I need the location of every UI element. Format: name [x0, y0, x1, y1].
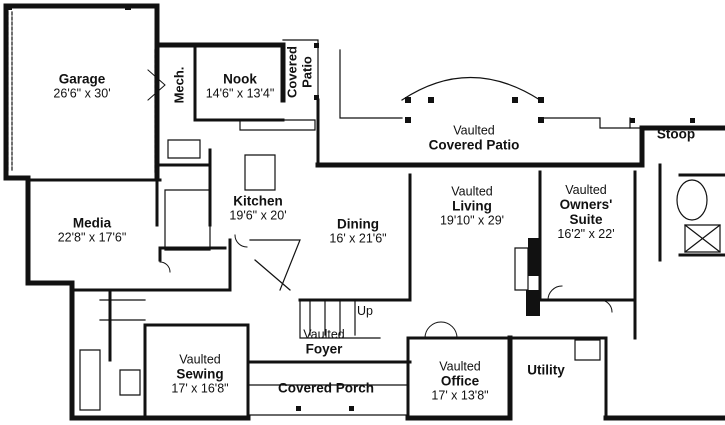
mech-label: Mech. [171, 66, 188, 104]
office-label: Vaulted Office 17' x 13'8" [431, 359, 488, 402]
living-size: 19'10" x 29' [439, 213, 505, 228]
media-size: 22'8" x 17'6" [57, 230, 127, 245]
living-name: Living [452, 198, 492, 214]
kitchen-size: 19'6" x 20' [229, 208, 287, 223]
office-name: Office [440, 373, 480, 389]
foyer-label: Vaulted Foyer [303, 327, 344, 356]
office-size: 17' x 13'8" [431, 388, 489, 403]
media-name: Media [72, 215, 112, 231]
owners-suite-prefix: Vaulted [565, 182, 607, 197]
stair-up: Up [357, 304, 373, 318]
nook-name: Nook [223, 71, 257, 87]
utility-name: Utility [527, 362, 565, 378]
mech-name: Mech. [171, 66, 187, 104]
thin-lines [7, 11, 721, 416]
stair-label: Up [357, 304, 373, 318]
sewing-size: 17' x 16'8" [171, 381, 229, 396]
foyer-name: Foyer [305, 341, 343, 357]
posts [6, 4, 695, 411]
sewing-name: Sewing [176, 366, 224, 382]
dining-size: 16' x 21'6" [329, 231, 387, 246]
covered-patio-small-line1: Covered [284, 45, 300, 99]
covered-patio-label: Vaulted Covered Patio [429, 123, 520, 152]
covered-porch-name: Covered Porch [277, 380, 375, 396]
exterior-walls [3, 3, 725, 421]
living-prefix: Vaulted [451, 184, 493, 199]
covered-patio-small-line2: Patio [299, 56, 314, 88]
dining-label: Dining 16' x 21'6" [329, 216, 386, 245]
owners-suite-label: Vaulted Owners' Suite 16'2" x 22' [557, 183, 614, 241]
dining-name: Dining [336, 216, 379, 232]
covered-patio-name: Covered Patio [428, 137, 520, 153]
owners-suite-name1: Owners' [559, 196, 613, 212]
utility-label: Utility [527, 362, 565, 377]
garage-size: 26'6" x 30' [53, 86, 111, 101]
kitchen-name: Kitchen [233, 193, 283, 209]
nook-label: Nook 14'6" x 13'4" [206, 71, 275, 100]
living-label: Vaulted Living 19'10" x 29' [440, 184, 504, 227]
covered-patio-prefix: Vaulted [453, 123, 495, 138]
owners-suite-size: 16'2" x 22' [557, 227, 615, 242]
covered-porch-label: Covered Porch [278, 380, 374, 395]
media-label: Media 22'8" x 17'6" [58, 215, 127, 244]
doors [147, 69, 613, 339]
office-prefix: Vaulted [439, 359, 481, 374]
sewing-label: Vaulted Sewing 17' x 16'8" [171, 352, 228, 395]
garage-label: Garage 26'6" x 30' [53, 71, 110, 100]
stoop-name: Stoop [656, 126, 696, 142]
kitchen-label: Kitchen 19'6" x 20' [229, 193, 286, 222]
covered-patio-small-label: Covered Patio [284, 45, 314, 99]
owners-suite-name2: Suite [569, 212, 603, 227]
sewing-prefix: Vaulted [179, 352, 221, 367]
stoop-label: Stoop [657, 126, 695, 141]
garage-name: Garage [58, 71, 106, 87]
foyer-prefix: Vaulted [303, 327, 345, 342]
nook-size: 14'6" x 13'4" [205, 86, 275, 101]
fireplace [526, 238, 540, 316]
